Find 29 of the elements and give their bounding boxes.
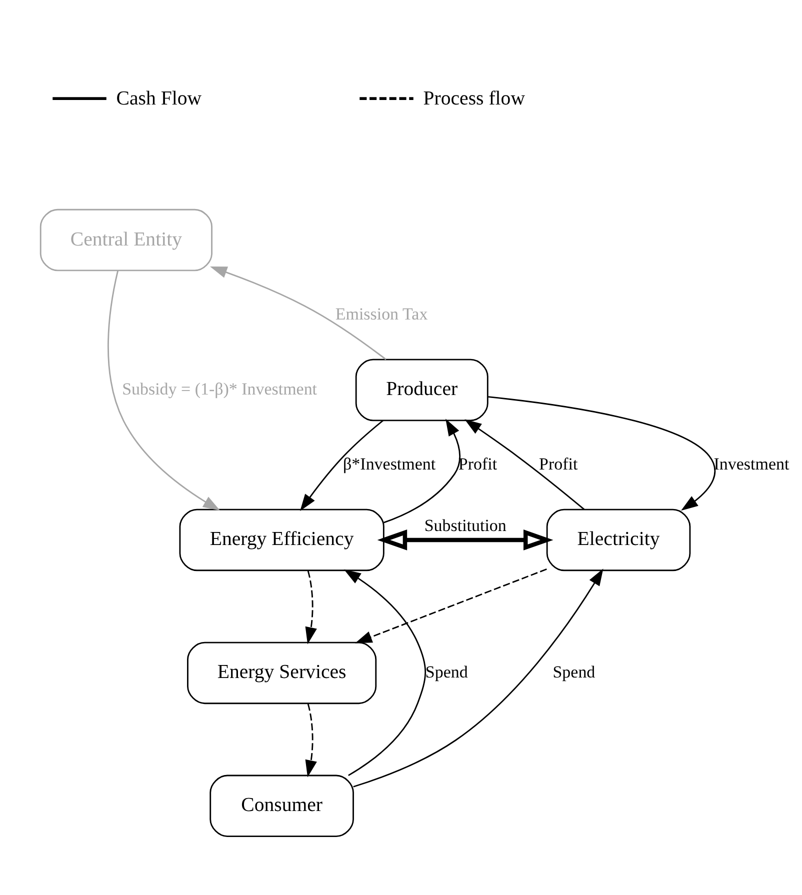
node-box: Central Entity: [40, 208, 212, 271]
arrow: [108, 270, 220, 510]
legend-label: Cash Flow: [116, 87, 202, 110]
arrow: [300, 419, 384, 510]
arrow: [464, 418, 585, 510]
node-box: Consumer: [210, 774, 354, 837]
edge-label: Spend: [425, 662, 468, 681]
edge-label: Spend: [552, 662, 596, 681]
edge-label: Substitution: [424, 515, 506, 534]
node-box: Energy Efficiency: [179, 508, 384, 571]
arrow: [355, 568, 547, 643]
edge-label: β*Investment: [343, 454, 436, 473]
node-box: Energy Services: [187, 641, 377, 704]
legend-label: Process flow: [423, 87, 526, 110]
arrow: [488, 396, 716, 510]
node-box: Producer: [355, 358, 488, 421]
arrow: [384, 418, 460, 523]
arrow: [344, 568, 426, 776]
edge-label: Emission Tax: [335, 304, 428, 323]
edge-label: Investment: [714, 454, 790, 473]
edge-label: Profit: [539, 454, 578, 473]
arrow: [305, 570, 317, 644]
arrow: [305, 703, 317, 777]
node-box: Electricity: [546, 508, 691, 571]
arrow: [377, 529, 554, 550]
edge-label: Subsidy = (1-β)* Investment: [122, 378, 318, 398]
arrow: [353, 568, 604, 787]
edge-label: Profit: [458, 454, 498, 473]
arrow: [210, 266, 386, 360]
